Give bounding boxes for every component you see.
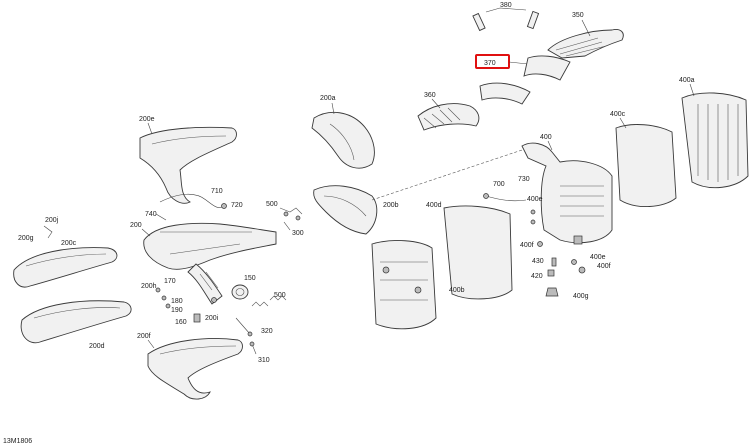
label-310: 310	[258, 357, 270, 364]
part-710-sensor	[159, 193, 227, 209]
label-160: 160	[175, 319, 187, 326]
label-400e-1: 400e	[527, 196, 543, 203]
label-400: 400	[540, 134, 552, 141]
label-700: 700	[493, 181, 505, 188]
label-170: 170	[164, 278, 176, 285]
part-700-sensor	[483, 193, 527, 202]
part-400d-shield	[443, 205, 513, 300]
label-200h: 200h	[141, 283, 157, 290]
part-400-muffler	[521, 142, 613, 245]
part-150-gasket	[231, 284, 249, 300]
part-200f-shield	[147, 338, 243, 400]
part-200b-shield	[313, 185, 378, 235]
hardware-200-group	[155, 287, 217, 323]
part-500-springs-upper	[279, 207, 303, 221]
highlight-box-370	[475, 54, 510, 69]
part-200a-shield	[311, 111, 375, 169]
part-400c-shield	[615, 124, 677, 207]
label-430: 430	[532, 258, 544, 265]
label-300: 300	[292, 230, 304, 237]
part-200j-clip	[43, 225, 53, 239]
part-400a-shield	[681, 92, 749, 189]
label-500-lower: 500	[274, 292, 286, 299]
label-370: 370	[484, 60, 496, 67]
part-310-bolt	[249, 341, 257, 355]
label-200: 200	[130, 222, 142, 229]
label-190: 190	[171, 307, 183, 314]
part-360-flex-pipe	[417, 103, 480, 131]
label-200b: 200b	[383, 202, 399, 209]
label-200e: 200e	[139, 116, 155, 123]
label-420: 420	[531, 273, 543, 280]
part-200e-shield	[139, 126, 237, 204]
label-730: 730	[518, 176, 530, 183]
part-500-springs-lower	[251, 295, 287, 307]
label-200j: 200j	[45, 217, 59, 224]
label-360: 360	[424, 92, 436, 99]
label-500-upper: 500	[266, 201, 278, 208]
label-180: 180	[171, 298, 183, 305]
label-400f-1: 400f	[520, 242, 534, 249]
label-200g: 200g	[18, 235, 34, 242]
label-320: 320	[261, 328, 273, 335]
hardware-400-group	[530, 209, 586, 297]
part-200d-shield	[20, 300, 132, 344]
label-380: 380	[500, 2, 512, 9]
part-200-tuned-pipe	[143, 222, 277, 305]
label-400g: 400g	[573, 293, 589, 300]
label-400d: 400d	[426, 202, 442, 209]
label-200c: 200c	[61, 240, 77, 247]
label-710: 710	[211, 188, 223, 195]
label-400a: 400a	[679, 77, 695, 84]
label-740: 740	[145, 211, 157, 218]
label-400e-2: 400e	[590, 254, 606, 261]
label-400f-2: 400f	[597, 263, 611, 270]
part-200c-shield	[13, 247, 118, 288]
label-200d: 200d	[89, 343, 105, 350]
label-400b: 400b	[449, 287, 465, 294]
part-370-sleeve	[479, 55, 571, 105]
label-200a: 200a	[320, 95, 336, 102]
part-320-bolt	[235, 317, 253, 337]
drawing-number: 13M1806	[3, 438, 32, 445]
label-150: 150	[244, 275, 256, 282]
part-380-clamps	[472, 7, 540, 32]
part-400b-shield	[371, 240, 437, 330]
label-720: 720	[231, 202, 243, 209]
label-350: 350	[572, 12, 584, 19]
part-350-shield	[547, 29, 624, 59]
label-200f: 200f	[137, 333, 151, 340]
label-400c: 400c	[610, 111, 626, 118]
label-200i: 200i	[205, 315, 219, 322]
